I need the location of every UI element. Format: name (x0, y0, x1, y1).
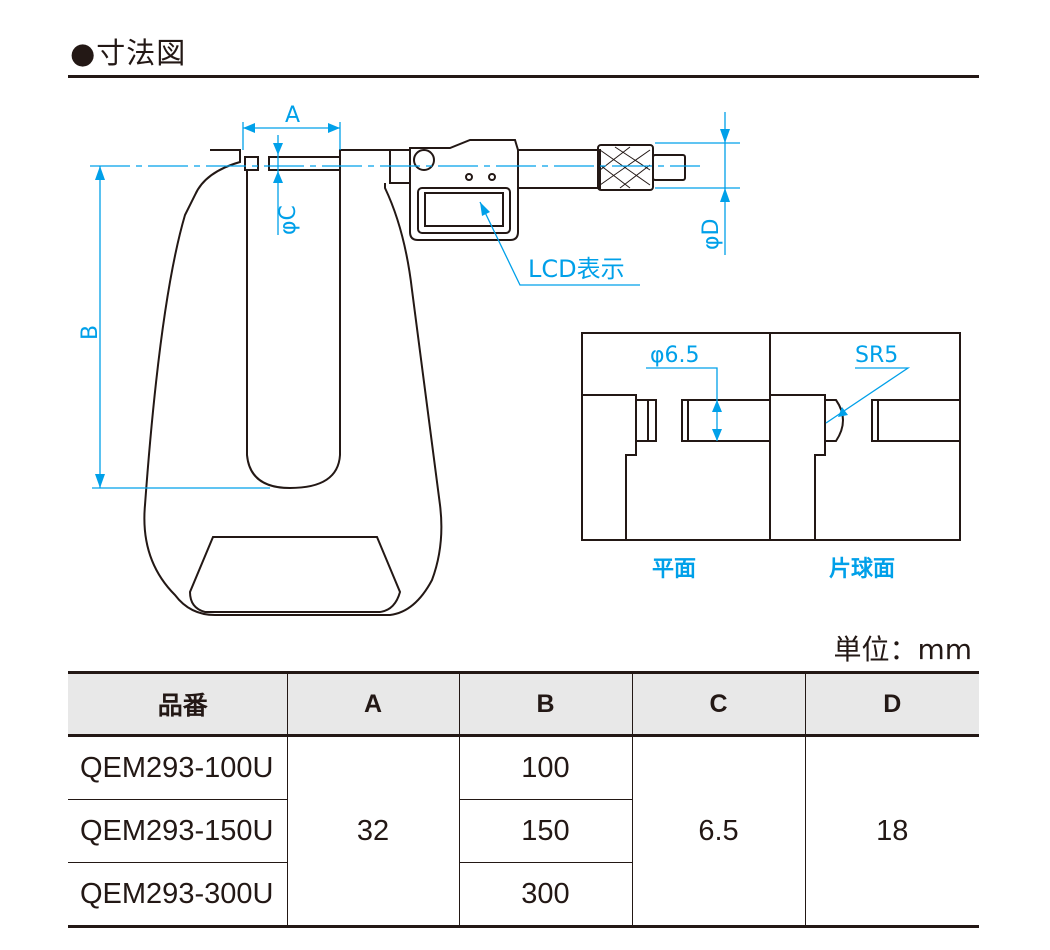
lcd-frame (417, 187, 511, 234)
contact-face-detail (581, 332, 961, 541)
arrowheads (95, 123, 730, 488)
title-divider (68, 75, 979, 78)
header-d: D (804, 672, 979, 737)
detail-flat-caption: 平面 (652, 557, 696, 582)
table-row: QEM293-100U 32 100 6.5 18 (68, 735, 979, 927)
page-title: ●寸法図 (70, 36, 187, 70)
thimble (517, 149, 601, 189)
b-cell: 100 (458, 735, 632, 800)
lcd-window (424, 192, 504, 227)
model-cell: QEM293-150U (68, 799, 287, 863)
table-row: QEM293-300U 300 (68, 862, 979, 927)
detail-dimension-lines (646, 367, 911, 441)
header-a: A (286, 672, 459, 737)
lock-clamp (413, 149, 435, 171)
detail-sphere-dim: SR5 (855, 343, 898, 368)
b-cell: 150 (458, 799, 632, 863)
detail-sphere-caption: 片球面 (829, 557, 895, 582)
frame-inner (246, 149, 391, 490)
button-1 (465, 173, 473, 181)
dim-label-b: B (78, 325, 103, 340)
ratchet (652, 154, 686, 181)
model-cell: QEM293-100U (68, 735, 287, 800)
dimension-lines (90, 112, 740, 489)
header-model: 品番 (68, 672, 287, 737)
model-cell: QEM293-300U (68, 862, 287, 927)
spec-table: 品番 A B C D QEM293-100U 32 100 6.5 18 QEM… (68, 671, 979, 928)
dim-label-c: φC (276, 205, 301, 235)
header-b: B (458, 672, 632, 737)
a-cell: 32 (286, 735, 459, 927)
display-body (409, 139, 519, 241)
header-c: C (631, 672, 805, 737)
spindle (268, 156, 341, 171)
dimension-diagram: A B φC φD LCD表示 φ6.5 SR5 平面 片球面 (78, 103, 961, 616)
d-cell: 18 (804, 735, 979, 927)
frame-outer (143, 149, 443, 616)
b-cell: 300 (458, 862, 632, 927)
knurl-pattern (599, 146, 651, 189)
frame-grip (188, 536, 402, 613)
anvil (244, 156, 259, 171)
table-header-row: 品番 A B C D (68, 672, 979, 737)
dim-label-d: φD (699, 219, 724, 250)
dim-label-a: A (285, 103, 300, 128)
lcd-label: LCD表示 (528, 255, 625, 283)
table-row: QEM293-150U 150 (68, 799, 979, 863)
micrometer-drawing (143, 139, 686, 616)
c-cell: 6.5 (631, 735, 805, 927)
detail-flat-dim: φ6.5 (650, 343, 700, 368)
button-2 (488, 173, 496, 181)
unit-label: 単位：mm (833, 633, 972, 666)
